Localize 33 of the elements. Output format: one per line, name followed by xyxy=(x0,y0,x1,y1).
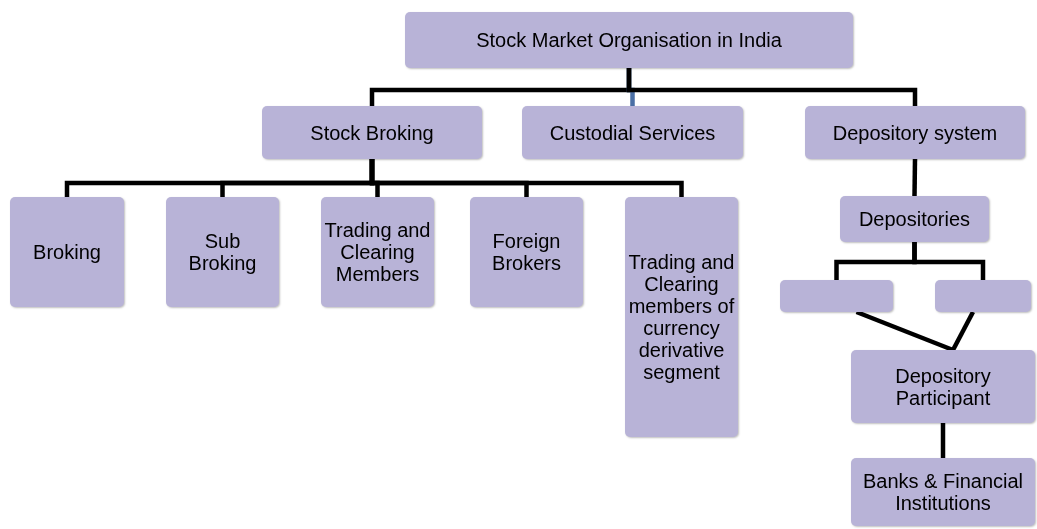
org-box xyxy=(10,197,124,307)
connector-line xyxy=(912,158,918,197)
org-box xyxy=(470,197,583,307)
connector-line xyxy=(626,68,918,106)
org-box xyxy=(321,197,434,307)
box-label: Foreign Brokers xyxy=(491,230,562,274)
box-label: Depository Participant xyxy=(894,364,992,409)
org-box xyxy=(780,280,893,312)
connector-line xyxy=(855,309,954,353)
org-box xyxy=(166,197,279,307)
org-box xyxy=(805,106,1025,159)
org-box xyxy=(935,280,1031,312)
box-label: Depositories xyxy=(857,208,972,230)
connector-line xyxy=(951,310,975,352)
box-label: Sub Broking xyxy=(187,230,258,274)
box-label: Stock Market Organisation in India xyxy=(475,29,783,51)
box-label: Stock Broking xyxy=(309,121,435,144)
org-box xyxy=(851,458,1035,526)
box-label: Trading and Clearing members of currency derivative segment xyxy=(627,251,736,383)
box-label: Depository system xyxy=(831,121,999,144)
org-box xyxy=(625,197,738,437)
connector-line xyxy=(912,242,986,280)
box-label: Banks & Financial Institutions xyxy=(861,470,1025,514)
connector-line xyxy=(369,159,684,197)
org-box xyxy=(840,196,989,242)
box-label: Custodial Services xyxy=(548,121,717,144)
org-box xyxy=(851,350,1035,423)
org-box xyxy=(405,12,853,68)
connector-line xyxy=(940,423,946,458)
box-label: Trading and Clearing Members xyxy=(323,219,432,285)
box-label: Broking xyxy=(32,241,102,263)
org-box xyxy=(262,106,482,159)
org-box xyxy=(522,106,743,159)
